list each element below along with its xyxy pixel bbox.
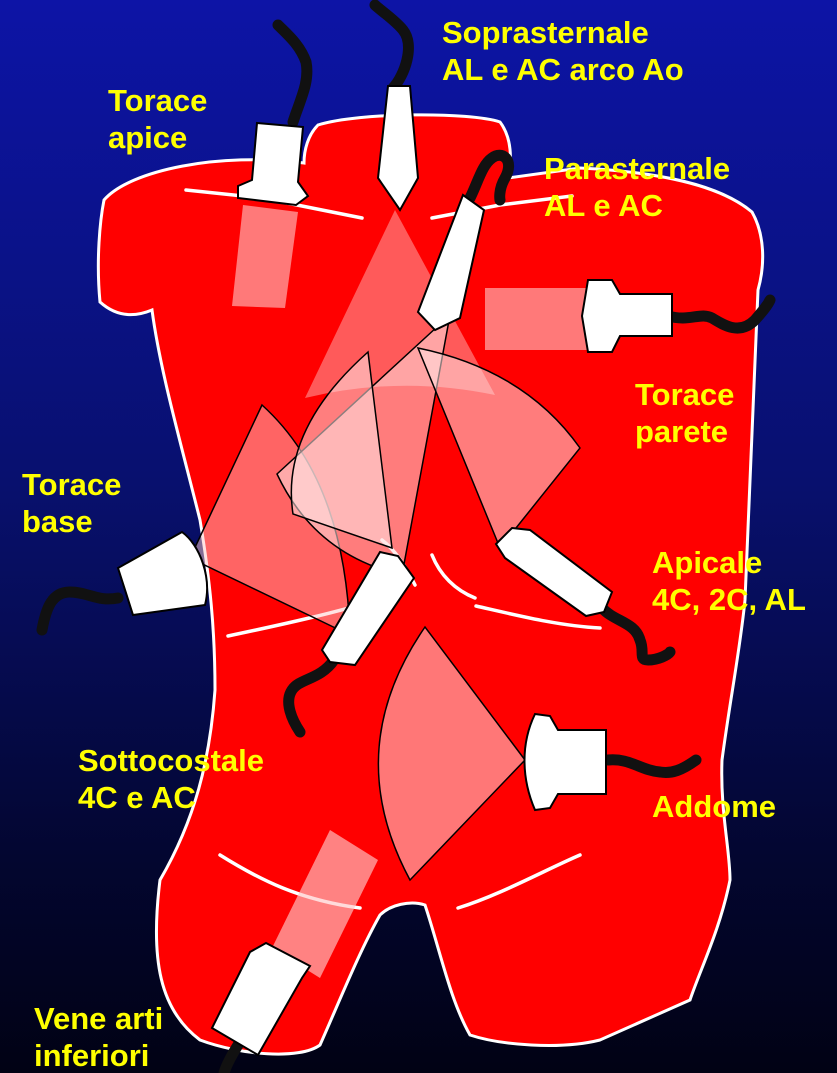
label-apicale: Apicale 4C, 2C, AL [652, 544, 806, 618]
label-sottocostale-line2: 4C e AC [78, 779, 264, 816]
label-addome-line1: Addome [652, 788, 776, 825]
label-vene-arti: Vene arti inferiori [34, 1000, 163, 1073]
label-torace-parete-line2: parete [635, 413, 734, 450]
label-soprasternale-line2: AL e AC arco Ao [442, 51, 684, 88]
label-vene-arti-line1: Vene arti [34, 1000, 163, 1037]
label-soprasternale-line1: Soprasternale [442, 14, 684, 51]
label-torace-apice-line1: Torace [108, 82, 207, 119]
label-apicale-line1: Apicale [652, 544, 806, 581]
label-parasternale-line2: AL e AC [544, 187, 730, 224]
label-parasternale: Parasternale AL e AC [544, 150, 730, 224]
label-apicale-line2: 4C, 2C, AL [652, 581, 806, 618]
label-addome: Addome [652, 788, 776, 825]
probe-soprasternale [375, 5, 418, 210]
label-torace-base-line1: Torace [22, 466, 121, 503]
label-torace-base-line2: base [22, 503, 121, 540]
label-torace-parete-line1: Torace [635, 376, 734, 413]
label-sottocostale: Sottocostale 4C e AC [78, 742, 264, 816]
label-torace-apice-line2: apice [108, 119, 207, 156]
label-parasternale-line1: Parasternale [544, 150, 730, 187]
probe-torace-base [42, 532, 207, 630]
label-torace-apice: Torace apice [108, 82, 207, 156]
label-torace-base: Torace base [22, 466, 121, 540]
label-sottocostale-line1: Sottocostale [78, 742, 264, 779]
label-soprasternale: Soprasternale AL e AC arco Ao [442, 14, 684, 88]
label-torace-parete: Torace parete [635, 376, 734, 450]
label-vene-arti-line2: inferiori [34, 1037, 163, 1073]
field-torace-parete [485, 288, 590, 350]
